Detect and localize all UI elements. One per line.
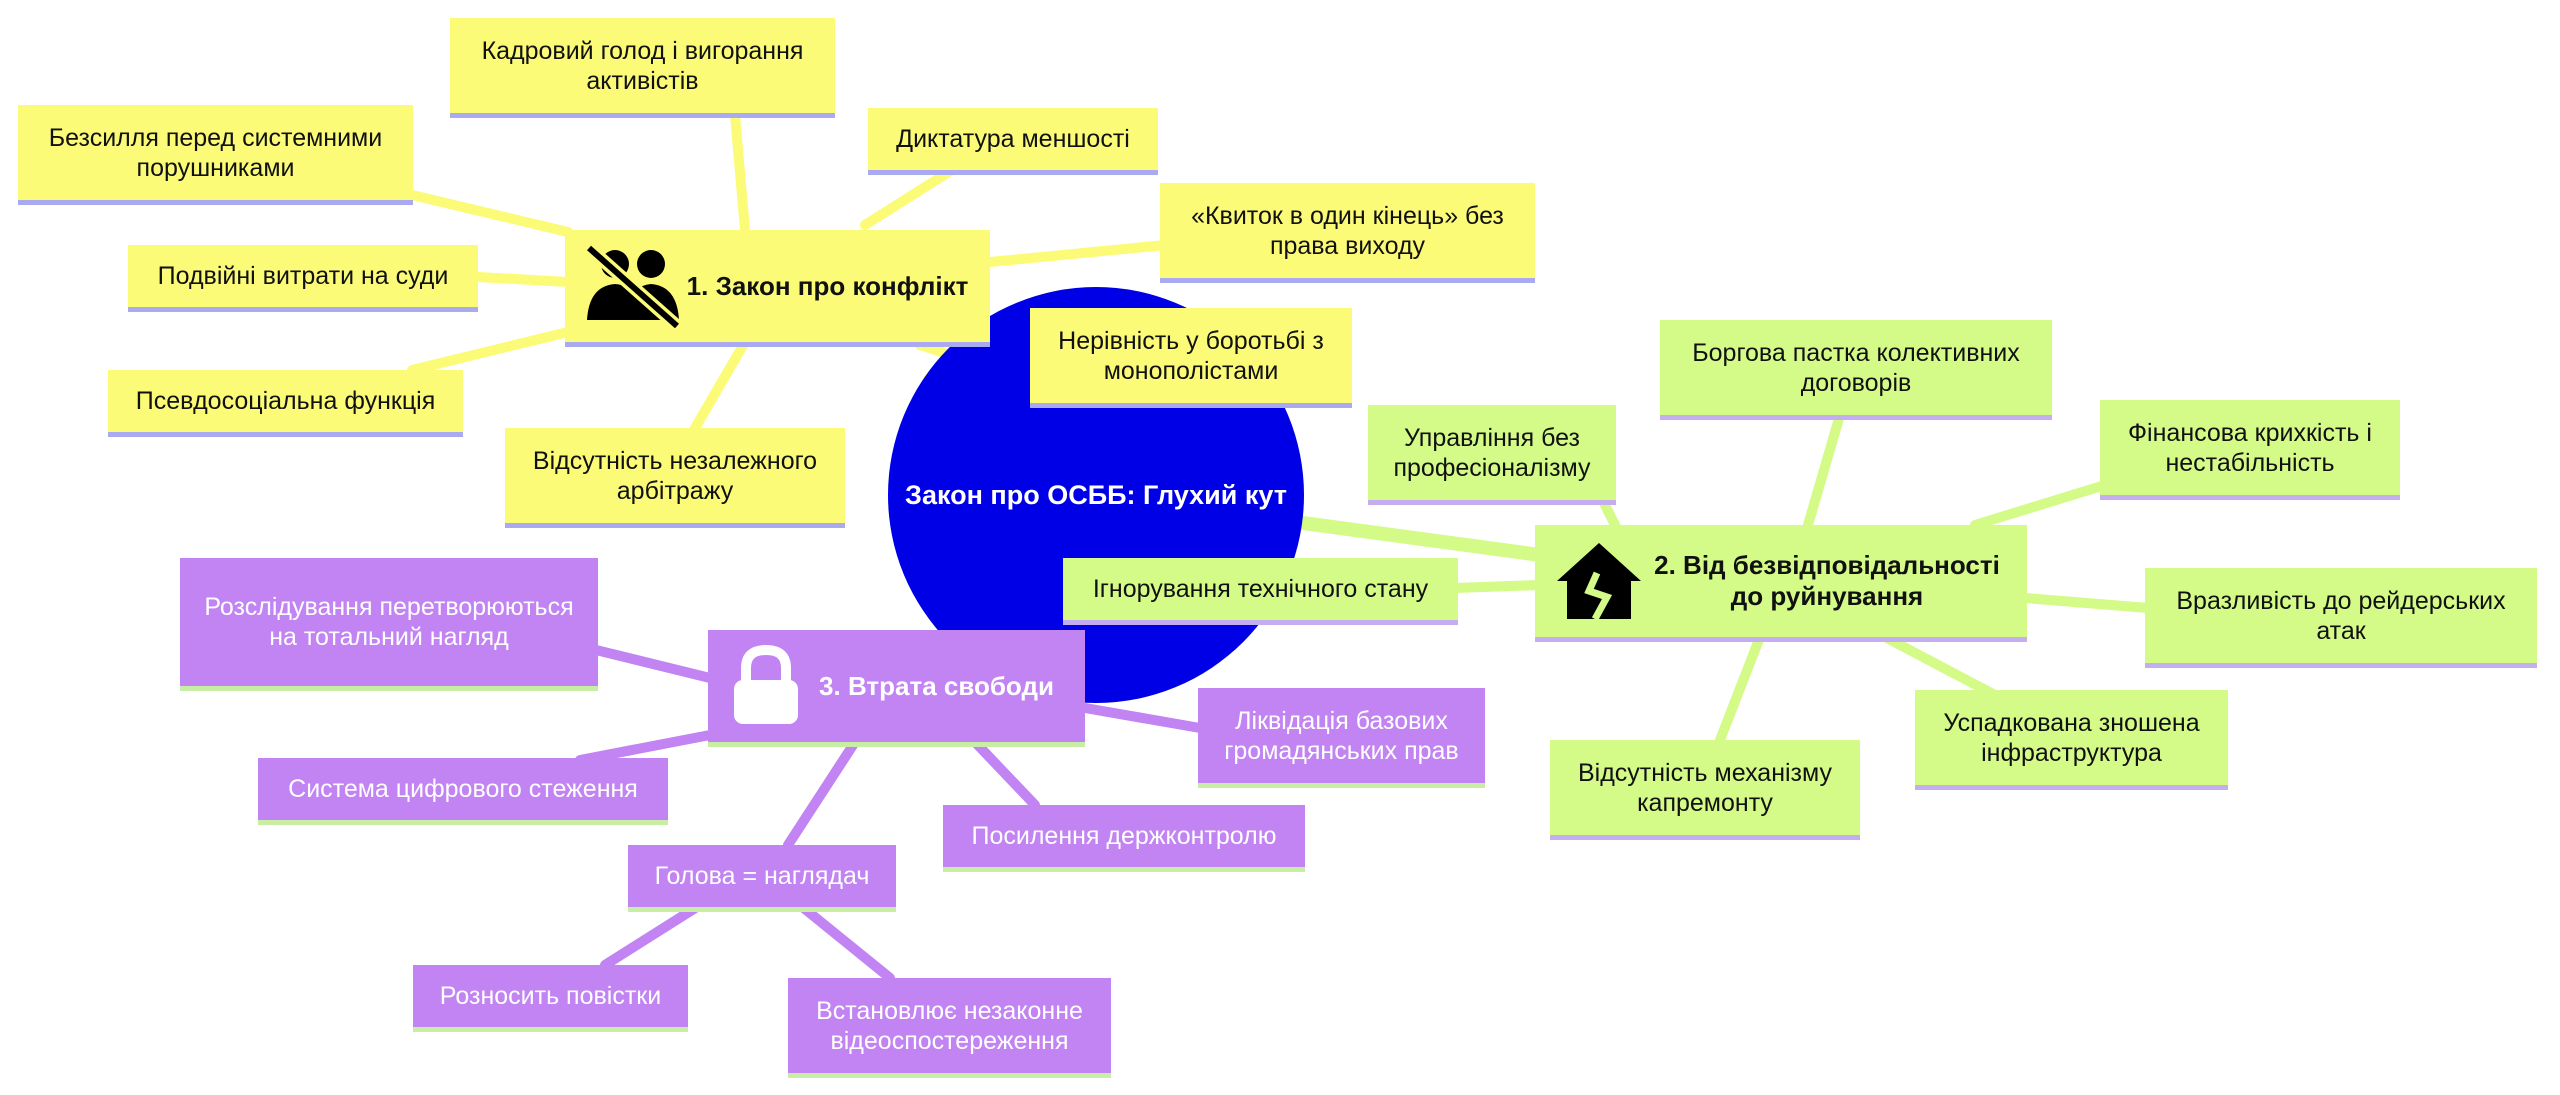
connector-line — [985, 240, 1170, 267]
connector-line — [473, 272, 573, 287]
connector-line — [2020, 593, 2153, 613]
branch-freedom-label: 3. Втрата свободи — [819, 670, 1054, 701]
connector-line — [1450, 580, 1545, 593]
ruin-topic-worn-infrastructure[interactable]: Успадкована зношена інфраструктура — [1915, 690, 2228, 785]
branch-ruin-label: 2. Від безвідповідальності до руйнування — [1654, 550, 2000, 611]
connector-line — [1715, 632, 1765, 745]
conflict-topic-burnout[interactable]: Кадровий голод і вигорання активістів — [450, 18, 835, 113]
freedom-topic-total-surveillance[interactable]: Розслідування перетворюються на тотальни… — [180, 558, 598, 686]
ruin-topic-debt-trap[interactable]: Боргова пастка колективних договорів — [1660, 320, 2052, 415]
connector-line — [795, 900, 895, 983]
ruin-topic-technical-state[interactable]: Ігнорування технічного стану — [1063, 558, 1458, 620]
users-slash-icon — [583, 244, 683, 328]
ruin-topic-no-capital-repair[interactable]: Відсутність механізму капремонту — [1550, 740, 1860, 835]
connector-line — [730, 110, 750, 235]
connector-line — [1803, 410, 1845, 530]
conflict-topic-monopolists[interactable]: Нерівність у боротьбі з монополістами — [1030, 308, 1352, 403]
central-topic-label: Закон про ОСББ: Глухий кут — [905, 479, 1287, 510]
conflict-topic-court-costs[interactable]: Подвійні витрати на суди — [128, 245, 478, 307]
conflict-topic-no-arbitration[interactable]: Відсутність незалежного арбітражу — [505, 428, 845, 523]
freedom-topic-state-control[interactable]: Посилення держконтролю — [943, 805, 1305, 867]
connector-line — [1080, 703, 1205, 733]
connector-line — [407, 327, 573, 375]
connector-line — [970, 737, 1040, 810]
freedom-topic-civil-rights[interactable]: Ліквідація базових громадянських прав — [1198, 688, 1485, 783]
branch-conflict-label: 1. Закон про конфлікт — [686, 270, 969, 301]
overseer-subtopic-video-surveillance[interactable]: Встановлює незаконне відеоспостереження — [788, 978, 1111, 1073]
conflict-topic-pseudosocial[interactable]: Псевдосоціальна функція — [108, 370, 463, 432]
conflict-topic-one-way-ticket[interactable]: «Квиток в один кінець» без права виходу — [1160, 183, 1535, 278]
connector-line — [1970, 480, 2110, 530]
connector-line — [783, 737, 860, 850]
connector-line — [600, 900, 705, 970]
ruin-topic-financial-fragility[interactable]: Фінансова крихкість і нестабільність — [2100, 400, 2400, 495]
ruin-topic-raider-attacks[interactable]: Вразливість до рейдерських атак — [2145, 568, 2537, 663]
freedom-topic-digital-tracking[interactable]: Система цифрового стеження — [258, 758, 668, 820]
branch-freedom[interactable]: 3. Втрата свободи — [708, 630, 1085, 742]
connector-line — [591, 645, 715, 683]
conflict-topic-system-violators[interactable]: Безсилля перед системними порушниками — [18, 105, 413, 200]
overseer-subtopic-summons[interactable]: Розносить повістки — [413, 965, 688, 1027]
connector-line — [575, 730, 715, 765]
connector-line — [690, 337, 750, 433]
freedom-topic-head-overseer[interactable]: Голова = наглядач — [628, 845, 896, 907]
branch-ruin[interactable]: 2. Від безвідповідальності до руйнування — [1535, 525, 2027, 637]
house-crack-icon — [1553, 539, 1645, 623]
conflict-topic-minority-dictatorship[interactable]: Диктатура меншості — [868, 108, 1158, 170]
branch-conflict[interactable]: 1. Закон про конфлікт — [565, 230, 990, 342]
connector-line — [860, 165, 957, 230]
connector-line — [1880, 632, 2000, 700]
ruin-topic-no-professionalism[interactable]: Управління без професіоналізму — [1368, 405, 1616, 500]
connector-line — [407, 190, 573, 237]
lock-icon — [726, 644, 806, 728]
